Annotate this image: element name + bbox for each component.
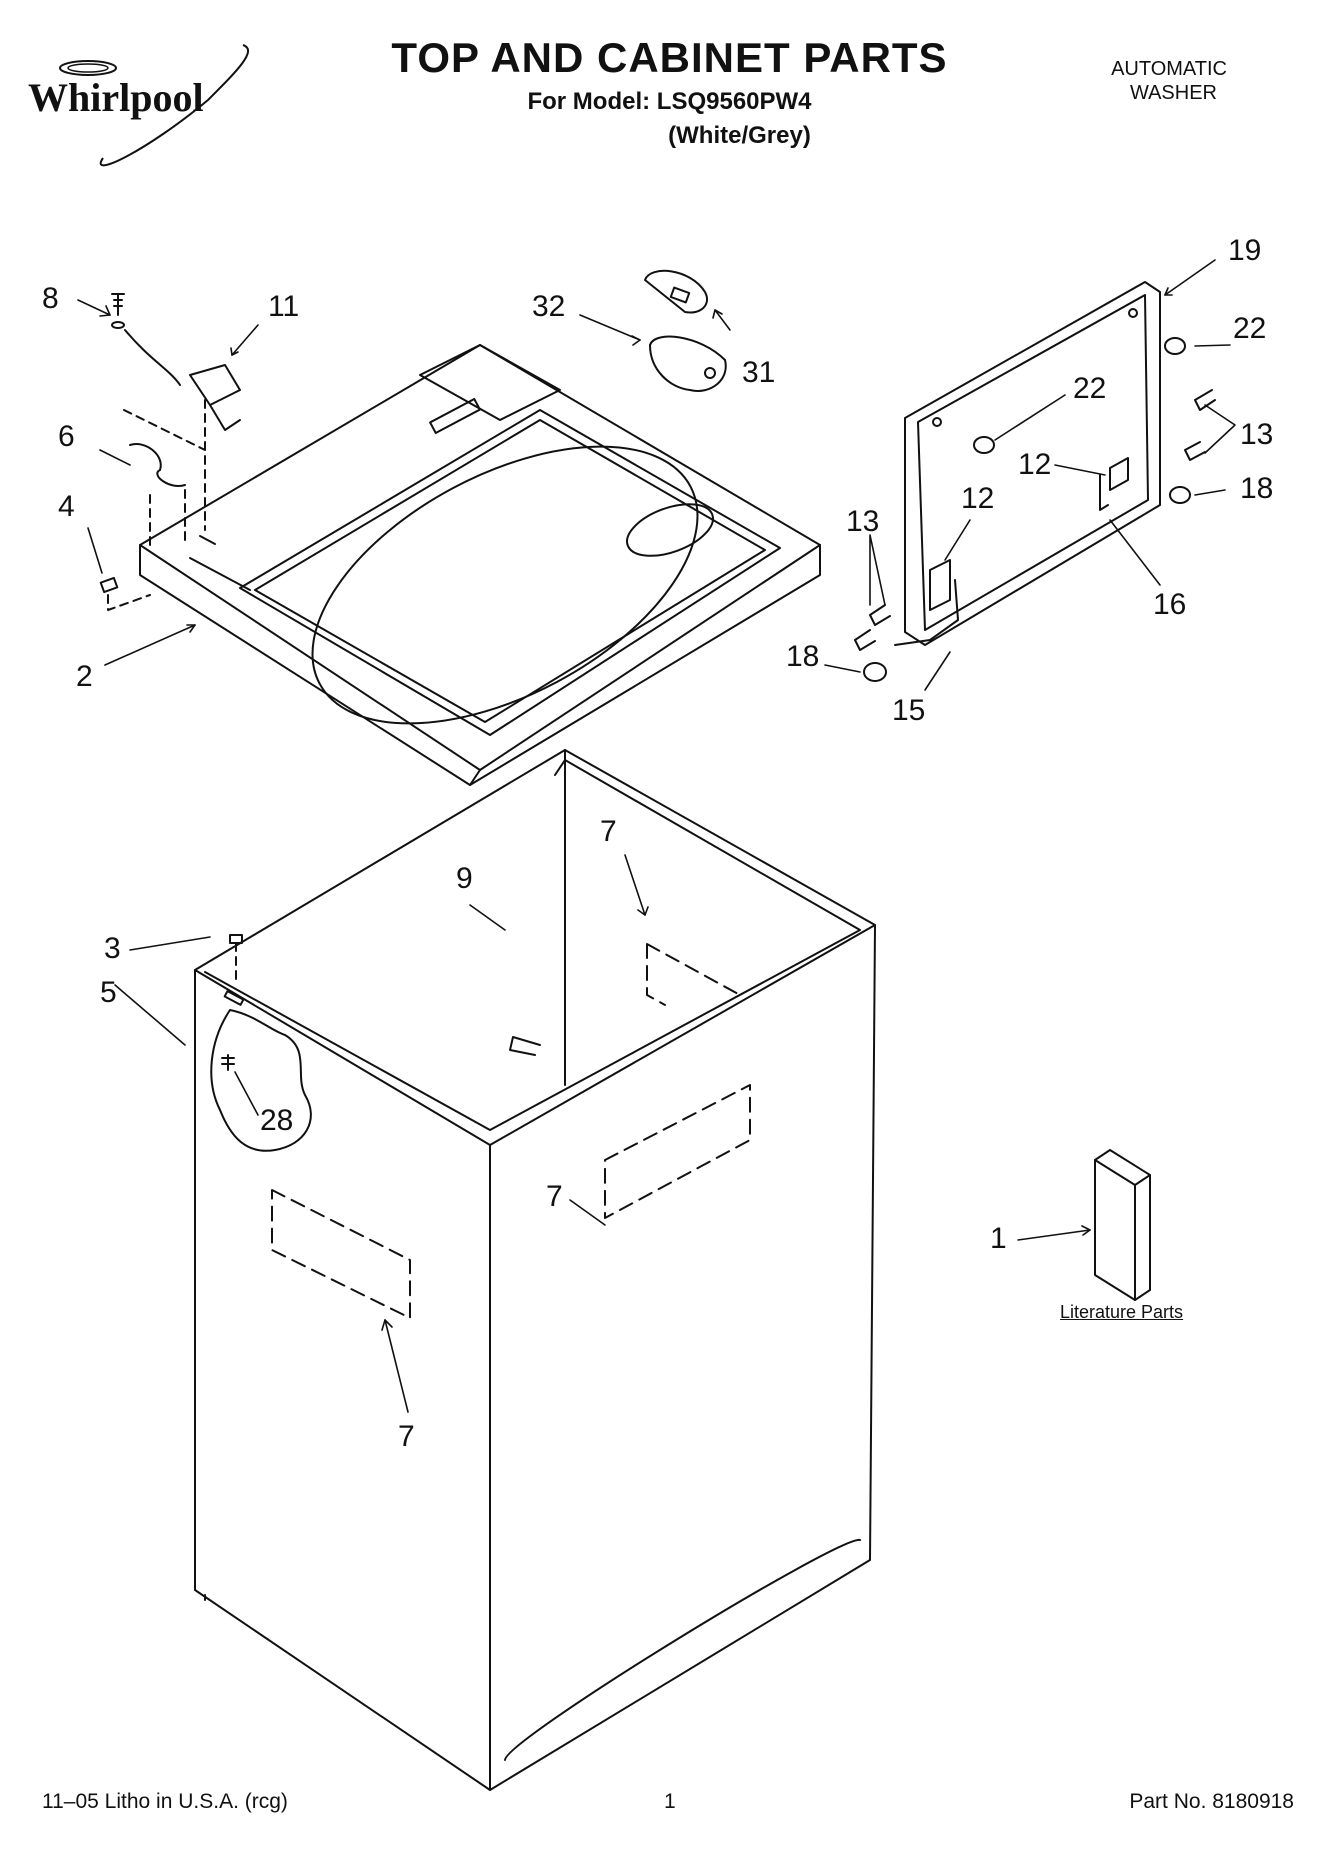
- callout-3: 3: [104, 932, 121, 965]
- callout-16: 16: [1153, 588, 1187, 621]
- model-variant: (White/Grey): [668, 122, 811, 149]
- clip-nut: [99, 576, 151, 611]
- callout-leaders: [77, 259, 1236, 1413]
- callout-12-right: 12: [1018, 448, 1052, 481]
- bleach-dispenser-parts: [644, 269, 727, 392]
- brand-logo: Whirlpool: [28, 40, 258, 170]
- callout-19: 19: [1228, 234, 1262, 267]
- literature-booklet: [1094, 1149, 1151, 1301]
- page-number: 1: [664, 1790, 676, 1813]
- washer-top-panel: [139, 344, 821, 786]
- callout-22-right: 22: [1233, 312, 1267, 345]
- model-number: For Model: LSQ9560PW4: [527, 88, 812, 115]
- print-info: 11–05 Litho in U.S.A. (rcg): [42, 1790, 288, 1813]
- page-title: TOP AND CABINET PARTS: [391, 34, 948, 81]
- callout-13-right: 13: [1240, 418, 1274, 451]
- part-number: Part No. 8180918: [1129, 1790, 1294, 1813]
- logo-swoosh-icon: [59, 44, 249, 167]
- lid-frame: [904, 281, 1161, 646]
- callout-7-top: 7: [600, 815, 617, 848]
- product-type-line1: AUTOMATIC: [1111, 58, 1227, 80]
- callout-11: 11: [268, 290, 300, 323]
- callout-15: 15: [892, 694, 926, 727]
- lid-hinge-hardware: [854, 337, 1216, 682]
- callout-12-left: 12: [961, 482, 995, 515]
- washer-cabinet: [194, 749, 876, 1791]
- callout-5: 5: [100, 976, 117, 1009]
- product-type-line2: WASHER: [1129, 82, 1217, 104]
- literature-parts-label: Literature Parts: [1060, 1302, 1184, 1322]
- callout-22-left: 22: [1073, 372, 1107, 405]
- callout-7-middle: 7: [546, 1180, 563, 1213]
- callout-32: 32: [532, 290, 566, 323]
- callout-9: 9: [456, 862, 473, 895]
- callout-6: 6: [58, 420, 75, 453]
- logo-wordmark: Whirlpool: [28, 75, 204, 120]
- callout-31: 31: [742, 356, 776, 389]
- callout-7-bottom: 7: [398, 1420, 415, 1453]
- callout-4: 4: [58, 490, 75, 523]
- callout-13-left: 13: [846, 505, 880, 538]
- callout-2: 2: [76, 660, 93, 693]
- hinge-clip: [129, 443, 186, 546]
- callout-1: 1: [990, 1222, 1007, 1255]
- callout-8: 8: [42, 282, 59, 315]
- callout-18-right: 18: [1240, 472, 1274, 505]
- callout-18-left: 18: [786, 640, 820, 673]
- callout-28: 28: [260, 1104, 294, 1137]
- lid-switch-assembly: [111, 293, 241, 531]
